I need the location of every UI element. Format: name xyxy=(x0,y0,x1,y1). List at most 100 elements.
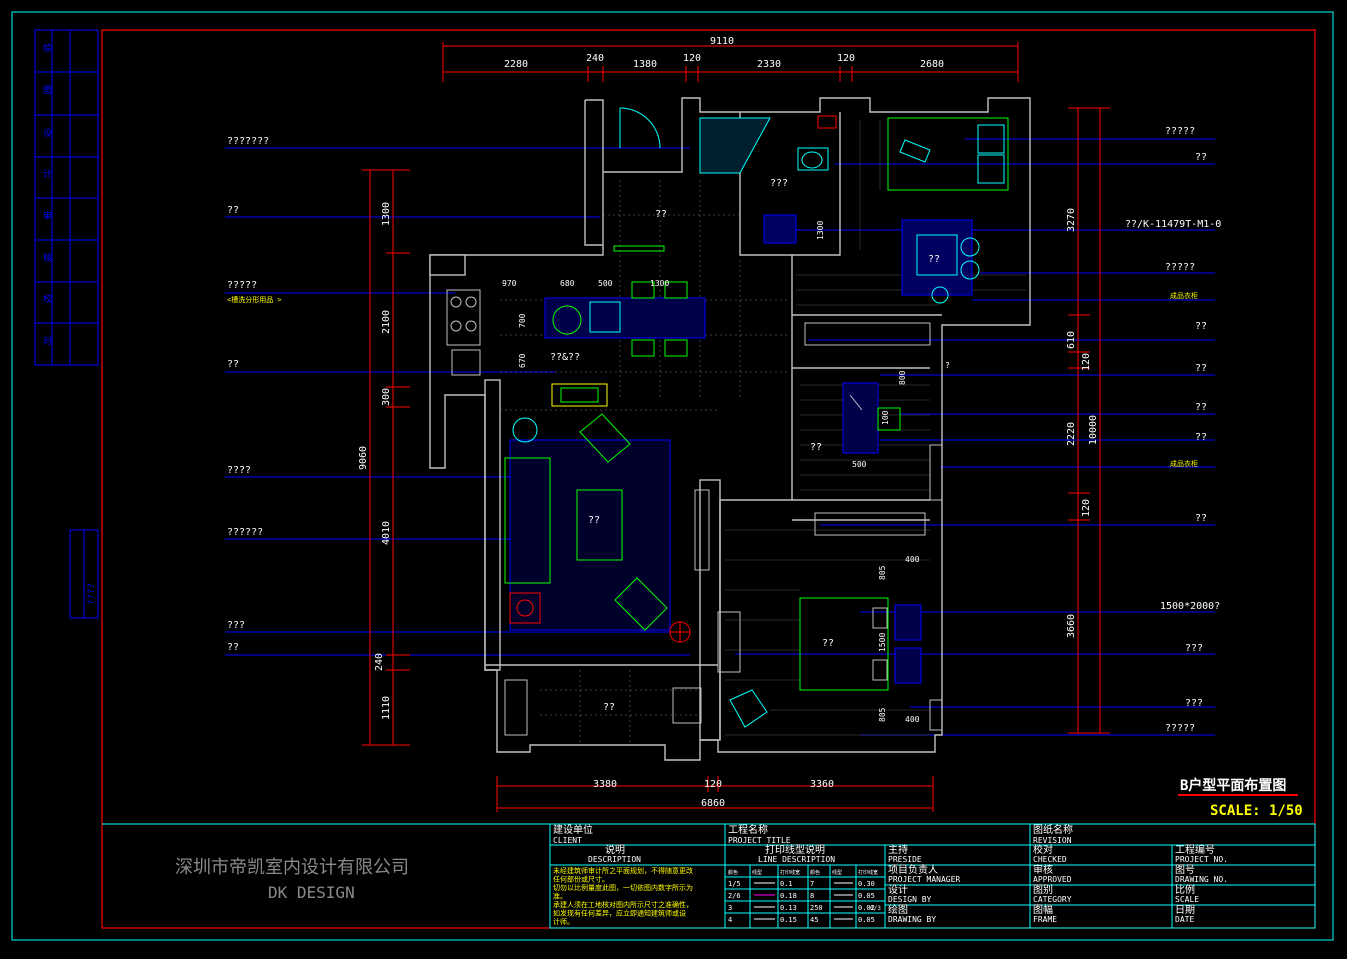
strip-char: 设 xyxy=(43,128,52,139)
sheet-border xyxy=(11,11,1334,941)
drawing-title: B户型平面布置图 xyxy=(1180,777,1286,794)
tb-client-cn: 建设单位 xyxy=(553,823,593,836)
svg-text:10000: 10000 xyxy=(1088,415,1099,445)
tb-category-cn: 图别 xyxy=(1033,884,1053,896)
tb-line-en: LINE DESCRIPTION xyxy=(758,855,835,864)
svg-text:1300: 1300 xyxy=(650,279,669,288)
left-annotation: <槽洗分形用品 > xyxy=(227,295,282,304)
left-annotation: ??? xyxy=(227,620,245,631)
company-name-en: DK DESIGN xyxy=(268,883,355,902)
svg-text:3360: 3360 xyxy=(810,779,834,790)
tb-line-cell: 0.1 xyxy=(780,880,793,888)
tb-manager-cn: 项目负责人 xyxy=(888,863,938,876)
tb-description-line: 如发现有任何差异，应立即通知建筑师或设 xyxy=(553,909,686,918)
furniture xyxy=(446,107,1009,736)
drawing-scale: SCALE: 1/50 xyxy=(1210,803,1303,819)
room-label-master: ?? xyxy=(928,254,940,265)
title-block: 建设单位 CLIENT 说明 DESCRIPTION 工程名称 PROJECT … xyxy=(102,823,1316,929)
tb-line-cell: 0.02 xyxy=(858,904,875,912)
left-annotation: ????? xyxy=(227,280,257,291)
right-annotation: ?? xyxy=(1195,432,1207,443)
right-annotation: ?? xyxy=(1195,152,1207,163)
tb-checked-cn: 校对 xyxy=(1033,843,1053,856)
strip-note: ???? xyxy=(87,583,97,605)
tb-line-header: 颜色 xyxy=(810,869,820,876)
strip-char: 核 xyxy=(43,252,52,264)
tb-description-line: 承建人须在工地核对图内所示尺寸之准确性， xyxy=(553,900,693,909)
tb-preside-cn: 主持 xyxy=(888,843,908,856)
tb-scale-cn: 比例 xyxy=(1175,883,1195,896)
room-labels: ?? ??? ??&?? ?? ?? ?? ?? ?? ? xyxy=(550,178,950,713)
svg-text:500: 500 xyxy=(852,460,867,469)
room-label-dining: ??&?? xyxy=(550,352,580,363)
tb-date-cn: 日期 xyxy=(1175,904,1195,916)
right-annotation: ????? xyxy=(1165,723,1195,734)
tb-description-line: 切勿以比例量度此图，一切依图内数字所示为 xyxy=(553,883,693,892)
svg-text:120: 120 xyxy=(837,53,855,64)
tb-description-line: 任何部份或尺寸。 xyxy=(553,875,609,884)
svg-text:400: 400 xyxy=(905,715,920,724)
tb-drawno-en: DRAWING NO. xyxy=(1175,875,1228,884)
tb-line-extra: 0/3 xyxy=(870,905,881,912)
tb-frame-en: FRAME xyxy=(1033,915,1057,924)
tb-manager-en: PROJECT MANAGER xyxy=(888,875,960,884)
tb-line-cell: 0.30 xyxy=(858,880,875,888)
right-annotation: ????? xyxy=(1165,262,1195,273)
svg-text:300: 300 xyxy=(381,388,392,406)
tb-category-en: CATEGORY xyxy=(1033,895,1072,904)
right-annotations: ?????????/K-11479T-M1-0?????成品衣柜????????… xyxy=(1125,126,1221,734)
strip-char: 绘 xyxy=(43,42,52,54)
left-annotation: ?? xyxy=(227,205,239,216)
svg-text:805: 805 xyxy=(878,565,887,580)
tb-line-header: 线型 xyxy=(832,869,842,876)
tb-frame-cn: 图幅 xyxy=(1033,903,1053,916)
svg-text:1380: 1380 xyxy=(633,59,657,70)
right-annotation: ????? xyxy=(1165,126,1195,137)
svg-text:1500: 1500 xyxy=(878,633,887,652)
tb-line-cell: 0.05 xyxy=(858,916,875,924)
svg-text:500: 500 xyxy=(598,279,613,288)
room-label-balcony: ?? xyxy=(603,702,615,713)
tb-desc-cn: 说明 xyxy=(605,843,625,856)
tb-scale-en: SCALE xyxy=(1175,895,1199,904)
svg-text:680: 680 xyxy=(560,279,575,288)
svg-text:2330: 2330 xyxy=(757,59,781,70)
annotation-leaders xyxy=(225,138,1215,736)
tb-client-en: CLIENT xyxy=(553,836,582,845)
tb-date-en: DATE xyxy=(1175,915,1194,924)
svg-text:4010: 4010 xyxy=(381,521,392,545)
svg-text:805: 805 xyxy=(878,707,887,722)
left-annotation: ?? xyxy=(227,642,239,653)
tb-line-cell: 2/6 xyxy=(728,892,741,900)
svg-text:1110: 1110 xyxy=(381,696,392,720)
tb-project-en: PROJECT TITLE xyxy=(728,836,791,845)
right-annotation: ?? xyxy=(1195,513,1207,524)
tb-line-header: 颜色 xyxy=(728,869,738,876)
tb-line-cell: 0.15 xyxy=(780,916,797,924)
tb-line-cell: 7 xyxy=(810,880,814,888)
tb-line-cell: 4 xyxy=(728,916,732,924)
tb-projno-cn: 工程编号 xyxy=(1175,843,1215,856)
tb-project-cn: 工程名称 xyxy=(728,823,768,836)
svg-text:240: 240 xyxy=(374,653,385,671)
tb-line-cell: 0.18 xyxy=(780,892,797,900)
left-annotation: ?? xyxy=(227,359,239,370)
svg-text:670: 670 xyxy=(518,353,527,368)
right-annotation: 成品衣柜 xyxy=(1170,291,1198,300)
tb-line-header: 打印线宽 xyxy=(858,869,878,876)
right-annotation: ?? xyxy=(1195,321,1207,332)
svg-text:9110: 9110 xyxy=(710,36,734,47)
svg-text:120: 120 xyxy=(1081,499,1092,517)
svg-text:9060: 9060 xyxy=(358,446,369,470)
tb-desc-en: DESCRIPTION xyxy=(588,855,641,864)
svg-text:610: 610 xyxy=(1066,331,1077,349)
tb-drawing-en: DRAWING BY xyxy=(888,915,936,924)
svg-text:3660: 3660 xyxy=(1066,614,1077,638)
tb-description-lines: 未经建筑师审计所之平面规划，不得随意更改任何部份或尺寸。切勿以比例量度此图，一切… xyxy=(553,866,693,926)
inner-dimensions: 970 680 500 1300 700 670 800 100 500 400… xyxy=(502,221,920,724)
tb-line-cell: 0.13 xyxy=(780,904,797,912)
tb-line-header: 打印线宽 xyxy=(780,869,800,876)
dimension-lines xyxy=(362,42,1110,812)
